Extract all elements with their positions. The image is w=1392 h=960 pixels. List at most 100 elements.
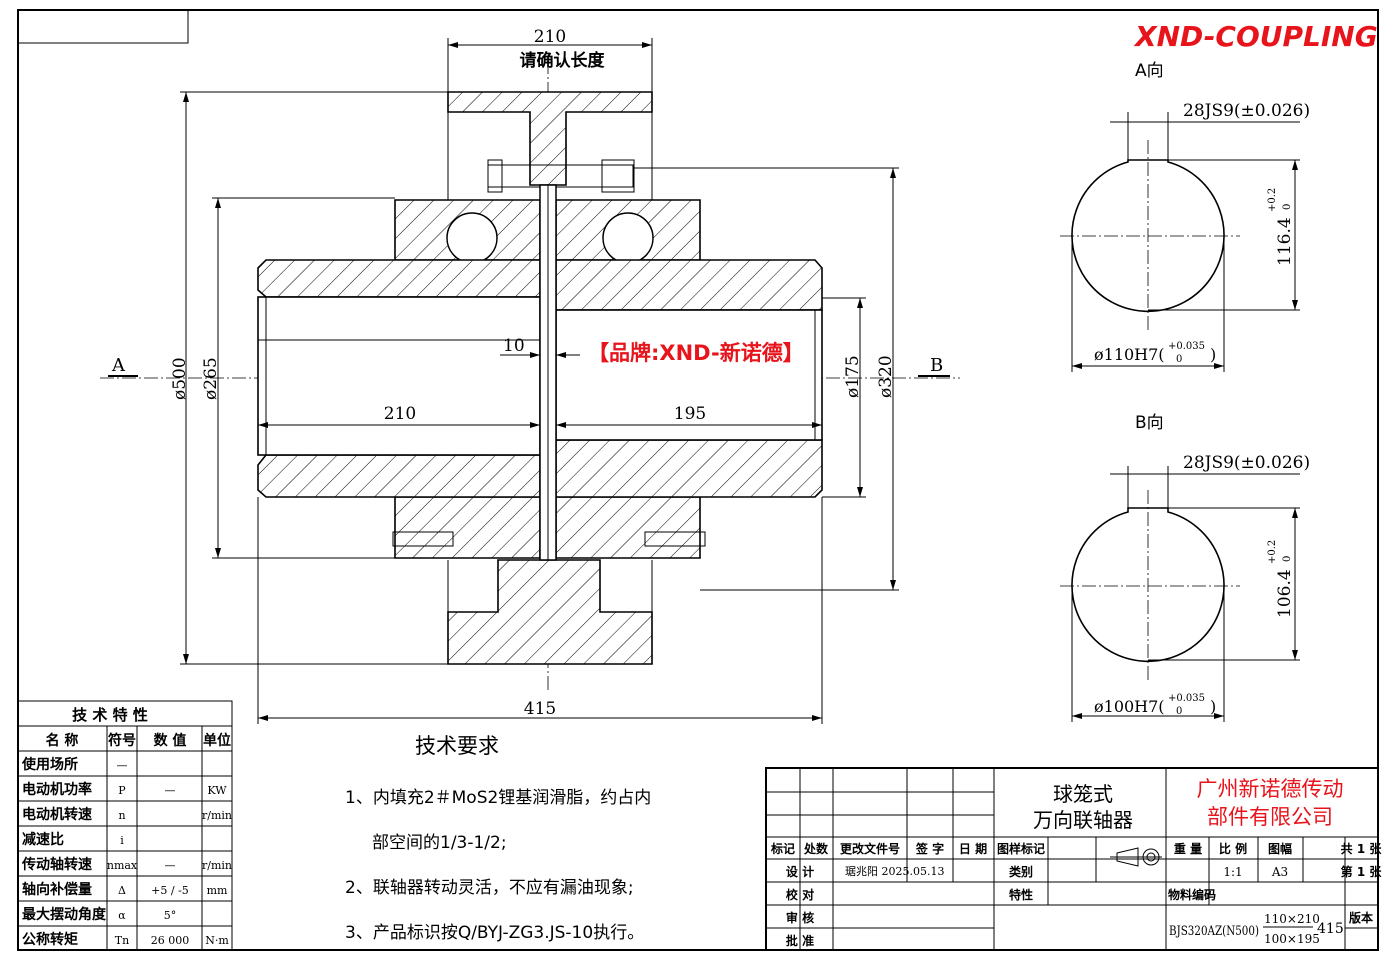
tech-table-cell-name: 使用场所 xyxy=(21,756,78,773)
tech-table-cell-name: 最大摆动角度 xyxy=(22,906,107,923)
tech-table-cell-name: 电动机功率 xyxy=(22,781,92,798)
view-b-bore-circle xyxy=(1071,507,1225,663)
view-a-bore-tol-upper: +0.035 xyxy=(1168,341,1205,352)
tech-table-cell-value: — xyxy=(165,859,176,872)
tech-table-header-name: 名 称 xyxy=(46,732,79,749)
projection-symbol-icon xyxy=(1110,847,1162,867)
tech-table-cell-symbol: n xyxy=(118,809,125,822)
ball-left xyxy=(446,212,498,264)
tech-table-cell-name: 公称转矩 xyxy=(22,931,78,948)
flange-top xyxy=(447,91,653,186)
view-b-key-height: 106.4 xyxy=(1275,569,1295,618)
drawing-frame xyxy=(17,9,1379,951)
brand-callout: 【品牌:XND-新诺德】 xyxy=(588,341,804,365)
property-label: 特性 xyxy=(1009,887,1033,902)
corner-box xyxy=(17,9,189,44)
tech-table-cell-value: 5° xyxy=(164,909,177,922)
view-a-bore: ø110H7( xyxy=(1094,345,1165,364)
dim-dia-175: ø175 xyxy=(843,355,863,398)
product-name-line1: 球笼式 xyxy=(1053,782,1113,806)
tech-table-cell-unit: mm xyxy=(207,884,228,897)
view-a-key-tol-lower: 0 xyxy=(1282,204,1293,210)
view-b-title: B向 xyxy=(1135,413,1164,433)
requirement-3: 3、产品标识按Q/BYJ-ZG3.JS-10执行。 xyxy=(345,923,644,943)
brand-watermark: XND-COUPLING xyxy=(1133,20,1378,53)
hub-left-bottom xyxy=(257,454,541,498)
rev-header-date: 日 期 xyxy=(959,841,987,856)
technical-requirements: 技术要求 1、内填充2＃MoS2锂基润滑脂，约占内 部空间的1/3-1/2; 2… xyxy=(345,734,651,943)
weight-label: 重 量 xyxy=(1174,841,1202,856)
requirement-1: 1、内填充2＃MoS2锂基润滑脂，约占内 xyxy=(345,788,651,808)
scale-value: 1:1 xyxy=(1223,865,1242,879)
tech-table-header-sym: 符号 xyxy=(107,732,136,749)
tech-table-cell-symbol: Tn xyxy=(115,934,129,947)
flange-bottom xyxy=(447,559,653,665)
scale-label: 比 例 xyxy=(1219,841,1247,856)
hub-right-top xyxy=(555,259,823,311)
role-check: 校 对 xyxy=(786,887,814,902)
view-a-title: A向 xyxy=(1135,61,1164,81)
requirements-title: 技术要求 xyxy=(415,734,499,758)
tech-table-cell-symbol: — xyxy=(117,759,128,772)
model-length: 415 xyxy=(1317,921,1344,937)
view-b: B向 28JS9(±0.026) 106.4 +0.2 0 ø100H7( +0… xyxy=(1060,413,1310,722)
ball-right xyxy=(602,212,654,264)
view-b-bore-tol-upper: +0.035 xyxy=(1168,693,1205,704)
dim-gap: 10 xyxy=(503,336,525,356)
view-b-bore: ø100H7( xyxy=(1094,697,1165,716)
tech-table-cell-symbol: Δ xyxy=(118,884,126,897)
view-b-keyway: 28JS9(±0.026) xyxy=(1183,453,1310,473)
tech-table-cell-symbol: P xyxy=(118,784,126,797)
dim-top-length: 210 xyxy=(534,27,566,47)
dim-right-length: 195 xyxy=(674,404,706,424)
rev-header-doc: 更改文件号 xyxy=(840,841,900,856)
bore-left xyxy=(257,296,541,456)
tech-table-header-unit: 单位 xyxy=(203,732,231,749)
dim-dia-265: ø265 xyxy=(201,357,221,400)
dim-total-length: 415 xyxy=(524,699,556,719)
tech-table-cell-symbol: α xyxy=(118,909,126,922)
view-b-key-tol-lower: 0 xyxy=(1282,556,1293,562)
tech-table-cell-name: 轴向补偿量 xyxy=(22,881,92,898)
tech-table-cell-value: +5 / -5 xyxy=(151,884,189,897)
section-a-label: A xyxy=(111,355,126,376)
company-name-line2: 部件有限公司 xyxy=(1207,805,1333,829)
tech-table-cell-symbol: nmax xyxy=(107,859,138,872)
view-a-key-height: 116.4 xyxy=(1275,217,1295,266)
section-b-label: B xyxy=(930,355,943,376)
model-spec-bottom: 100×195 xyxy=(1264,932,1320,946)
dimensions: 210 请确认长度 ø500 ø265 ø175 ø320 415 210 19… xyxy=(108,27,950,724)
view-b-bore-tol-lower: 0 xyxy=(1176,706,1182,717)
tech-table-cell-unit: N·m xyxy=(205,934,229,947)
dim-top-note: 请确认长度 xyxy=(520,50,606,71)
total-sheets: 共 1 张 xyxy=(1341,841,1383,856)
tech-table-cell-unit: r/min xyxy=(202,859,232,872)
housing-bottom-right xyxy=(555,496,701,559)
requirement-1-cont: 部空间的1/3-1/2; xyxy=(372,833,507,853)
tech-table-title: 技 术 特 性 xyxy=(72,706,148,724)
tech-table-cell-unit: r/min xyxy=(202,809,232,822)
hub-right-bottom xyxy=(555,439,823,498)
bore-right xyxy=(555,309,823,441)
tech-table-cell-value: 26 000 xyxy=(151,934,190,947)
tech-table-cell-value: — xyxy=(165,784,176,797)
tech-table-cell-name: 电动机转速 xyxy=(22,806,92,823)
coupling-section-view xyxy=(100,60,960,690)
view-a-bore-close: ) xyxy=(1210,345,1216,364)
tech-table-header-val: 数 值 xyxy=(154,732,187,749)
tech-table-cell-name: 传动轴转速 xyxy=(21,856,92,873)
rev-header-sign: 签 字 xyxy=(915,841,944,856)
pattern-mark-label: 图样标记 xyxy=(997,841,1045,856)
company-name-line1: 广州新诺德传动 xyxy=(1197,777,1344,801)
view-a-keyway: 28JS9(±0.026) xyxy=(1183,101,1310,121)
dim-dia-320: ø320 xyxy=(876,355,896,398)
view-a-bore-tol-lower: 0 xyxy=(1176,354,1182,365)
model-spec-top: 110×210 xyxy=(1264,912,1320,926)
tech-table-cell-name: 减速比 xyxy=(22,831,64,848)
designer-signature: 琚兆阳 2025.05.13 xyxy=(845,865,944,878)
version-label: 版本 xyxy=(1349,910,1373,925)
role-review: 审 核 xyxy=(786,910,814,925)
sheet-size-label: 图幅 xyxy=(1268,841,1292,856)
